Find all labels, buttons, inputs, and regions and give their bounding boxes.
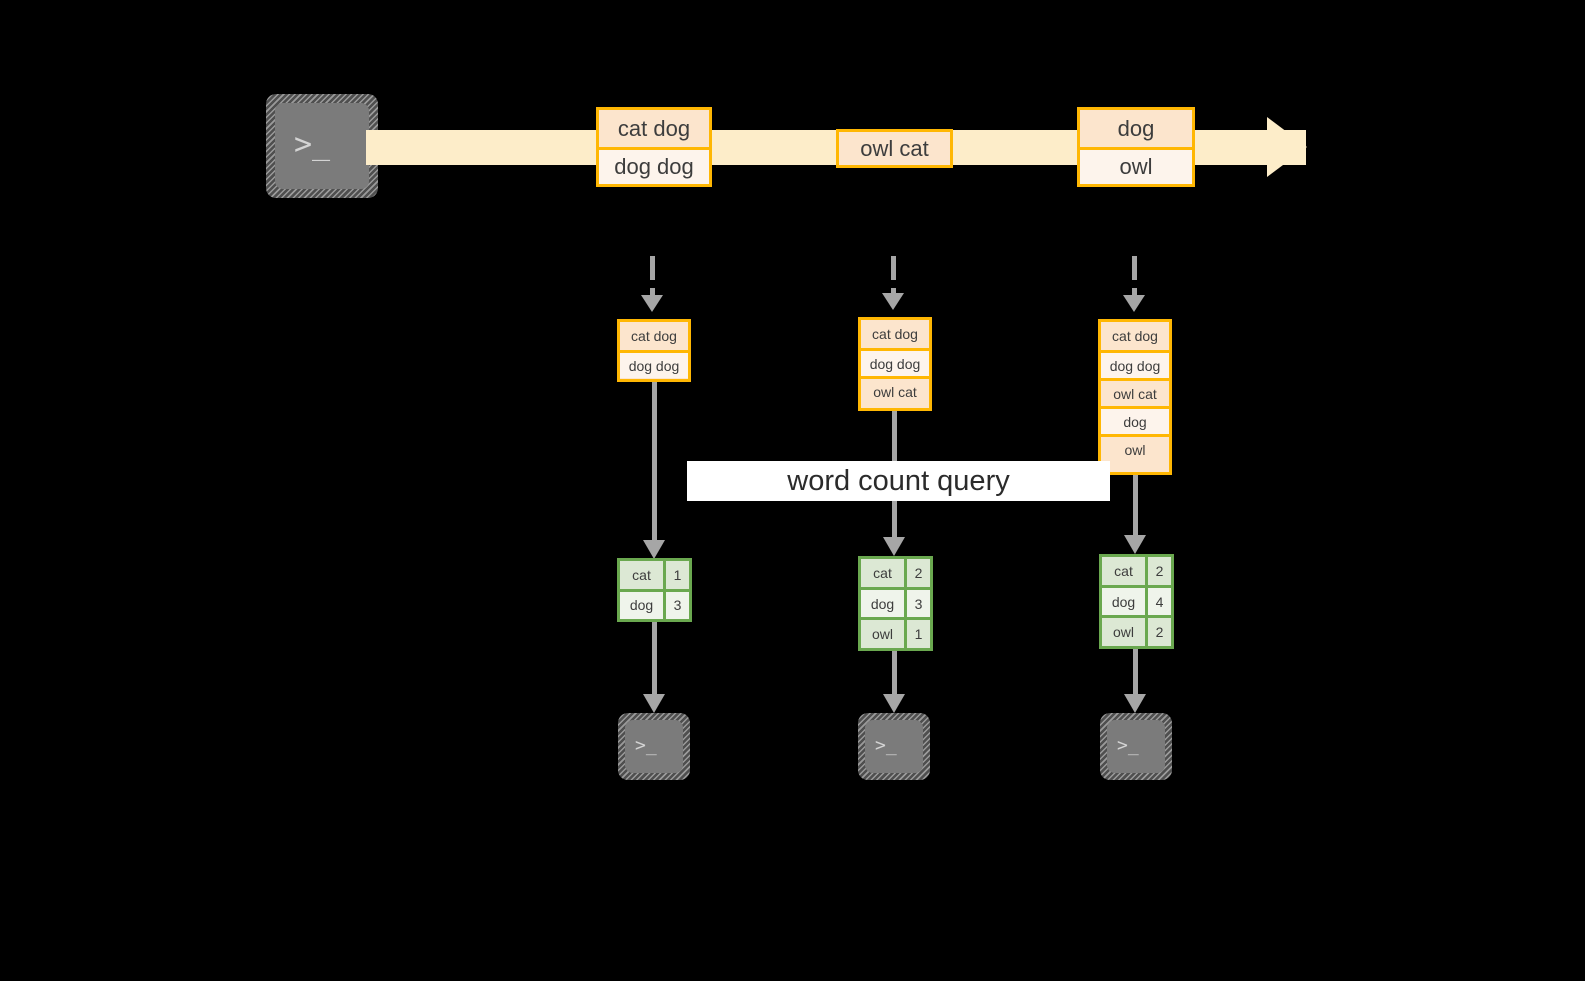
snapshot-1-count-2: 3 [663,591,689,619]
tap-arrow-3-head [1123,295,1145,312]
snapshot-2-count-3: 1 [904,620,930,649]
snapshot-3-count-1: 2 [1145,557,1171,585]
terminal-prompt-icon: >_ [294,127,331,162]
snapshot-2-row-1: cat dog [861,320,929,348]
stream-batch-2: owl cat [836,129,953,168]
consumer-terminal-3: >_ [1100,713,1172,780]
tap-arrow-1-shaft [650,288,655,298]
consumer-terminal-2: >_ [858,713,930,780]
table-row: dog 3 [861,586,930,618]
snapshot-3-to-consumer-shaft [1133,649,1138,698]
table-row: cat 2 [1102,557,1171,585]
snapshot-3-to-result-shaft [1133,475,1138,539]
producer-terminal: >_ [266,94,378,198]
terminal-prompt-icon: >_ [875,735,897,756]
snapshot-3-row-1: cat dog [1101,322,1169,350]
tap-arrow-3-shaft [1132,288,1137,298]
snapshot-1-to-consumer-shaft [652,622,657,698]
table-row: cat 2 [861,559,930,587]
stream-batch-3-row-2: owl [1080,147,1192,184]
snapshot-1-row-2: dog dog [620,350,688,378]
snapshot-1-word-2: dog [620,591,663,619]
table-row: dog 4 [1102,584,1171,616]
stream-batch-1: cat dog dog dog [596,107,712,187]
table-row: owl 2 [1102,615,1171,647]
snapshot-2-to-consumer-head [883,694,905,713]
terminal-prompt-icon: >_ [1117,735,1139,756]
snapshot-3-result-table: cat 2 dog 4 owl 2 [1099,554,1174,649]
terminal-face [865,720,923,773]
snapshot-3-word-2: dog [1102,587,1145,616]
snapshot-1-word-1: cat [620,561,663,589]
snapshot-3-row-3: owl cat [1101,378,1169,406]
snapshot-2-word-3: owl [861,620,904,649]
snapshot-2-word-2: dog [861,589,904,618]
snapshot-3-row-2: dog dog [1101,350,1169,378]
stream-batch-2-row-1: owl cat [839,132,950,165]
snapshot-1-to-result-shaft [652,382,657,544]
snapshot-2-count-1: 2 [904,559,930,587]
tap-arrow-2-dash [891,256,896,280]
snapshot-3-count-3: 2 [1145,618,1171,647]
table-row: cat 1 [620,561,689,589]
tap-arrow-2-head [882,293,904,310]
snapshot-1-accumulated: cat dog dog dog [617,319,691,382]
snapshot-2-row-2: dog dog [861,348,929,376]
snapshot-2-word-1: cat [861,559,904,587]
stream-batch-3-row-1: dog [1080,110,1192,147]
snapshot-2-count-2: 3 [904,589,930,618]
terminal-face [1107,720,1165,773]
snapshot-1-row-1: cat dog [620,322,688,350]
snapshot-3-word-3: owl [1102,618,1145,647]
table-row: owl 1 [861,617,930,649]
snapshot-3-row-5: owl [1101,434,1169,462]
consumer-terminal-1: >_ [618,713,690,780]
snapshot-2-result-table: cat 2 dog 3 owl 1 [858,556,933,651]
tap-arrow-1-dash [650,256,655,280]
snapshot-3-accumulated: cat dog dog dog owl cat dog owl [1098,319,1172,475]
snapshot-1-result-table: cat 1 dog 3 [617,558,692,622]
word-count-query-label: word count query [687,461,1110,501]
terminal-face [625,720,683,773]
terminal-prompt-icon: >_ [635,735,657,756]
event-stream-arrowhead [1267,117,1307,177]
stream-batch-1-row-2: dog dog [599,147,709,184]
snapshot-3-word-1: cat [1102,557,1145,585]
tap-arrow-1-head [641,295,663,312]
snapshot-3-row-4: dog [1101,406,1169,434]
snapshot-2-accumulated: cat dog dog dog owl cat [858,317,932,411]
snapshot-1-to-consumer-head [643,694,665,713]
snapshot-2-to-result-head [883,537,905,556]
snapshot-2-to-consumer-shaft [892,651,897,698]
snapshot-1-to-result-head [643,540,665,559]
terminal-face [275,103,369,189]
snapshot-2-row-3: owl cat [861,376,929,405]
stream-batch-3: dog owl [1077,107,1195,187]
stream-batch-1-row-1: cat dog [599,110,709,147]
snapshot-3-to-result-head [1124,535,1146,554]
snapshot-3-to-consumer-head [1124,694,1146,713]
snapshot-3-count-2: 4 [1145,587,1171,616]
tap-arrow-2-shaft [891,288,896,296]
tap-arrow-3-dash [1132,256,1137,280]
snapshot-1-count-1: 1 [663,561,689,589]
table-row: dog 3 [620,588,689,619]
